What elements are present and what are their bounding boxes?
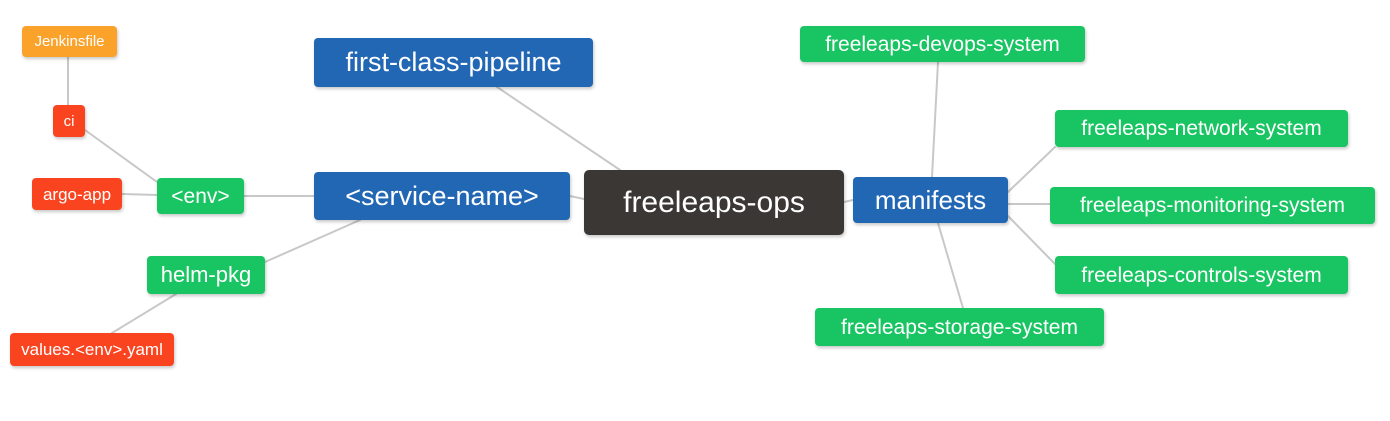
node-ci[interactable]: ci xyxy=(53,105,85,137)
node-label-first-class-pipeline: first-class-pipeline xyxy=(345,47,562,77)
node-first-class-pipeline[interactable]: first-class-pipeline xyxy=(314,38,593,87)
node-values-yaml[interactable]: values.<env>.yaml xyxy=(10,333,174,366)
node-env[interactable]: <env> xyxy=(157,178,244,214)
node-label-argo-app: argo-app xyxy=(42,184,112,204)
edge-env-to-argo-app xyxy=(121,193,158,196)
node-label-helm-pkg: helm-pkg xyxy=(160,262,252,287)
node-label-network-system: freeleaps-network-system xyxy=(1081,117,1322,140)
edge-manifests-to-controls-system xyxy=(1007,215,1056,265)
edge-manifests-to-network-system xyxy=(1007,146,1056,193)
node-label-monitoring-system: freeleaps-monitoring-system xyxy=(1080,194,1345,217)
node-freeleaps-ops[interactable]: freeleaps-ops xyxy=(584,170,844,235)
edge-manifests-to-storage-system xyxy=(937,222,964,309)
node-service-name[interactable]: <service-name> xyxy=(314,172,570,220)
node-label-service-name: <service-name> xyxy=(345,180,539,211)
node-manifests[interactable]: manifests xyxy=(853,177,1008,223)
edge-env-to-ci xyxy=(84,129,158,183)
node-network-system[interactable]: freeleaps-network-system xyxy=(1055,110,1348,147)
node-label-controls-system: freeleaps-controls-system xyxy=(1081,263,1322,287)
node-helm-pkg[interactable]: helm-pkg xyxy=(147,256,265,294)
node-argo-app[interactable]: argo-app xyxy=(32,178,122,210)
node-label-freeleaps-ops: freeleaps-ops xyxy=(623,185,805,219)
node-storage-system[interactable]: freeleaps-storage-system xyxy=(815,308,1104,346)
node-label-env: <env> xyxy=(171,184,230,208)
edge-freeleaps-ops-to-service-name xyxy=(569,195,585,200)
node-label-values-yaml: values.<env>.yaml xyxy=(21,340,163,359)
edge-manifests-to-devops-system xyxy=(931,61,939,178)
node-monitoring-system[interactable]: freeleaps-monitoring-system xyxy=(1050,187,1375,224)
node-label-manifests: manifests xyxy=(874,185,987,215)
node-jenkinsfile[interactable]: Jenkinsfile xyxy=(22,26,117,57)
node-controls-system[interactable]: freeleaps-controls-system xyxy=(1055,256,1348,294)
node-label-storage-system: freeleaps-storage-system xyxy=(841,315,1078,339)
node-devops-system[interactable]: freeleaps-devops-system xyxy=(800,26,1085,62)
edge-freeleaps-ops-to-first-class-pipeline xyxy=(496,86,621,171)
edge-helm-pkg-to-values-yaml xyxy=(111,293,177,334)
node-label-jenkinsfile: Jenkinsfile xyxy=(34,33,105,50)
node-label-devops-system: freeleaps-devops-system xyxy=(825,32,1060,56)
node-label-ci: ci xyxy=(63,112,75,130)
edge-freeleaps-ops-to-manifests xyxy=(843,199,854,203)
edge-service-name-to-helm-pkg xyxy=(264,219,361,263)
